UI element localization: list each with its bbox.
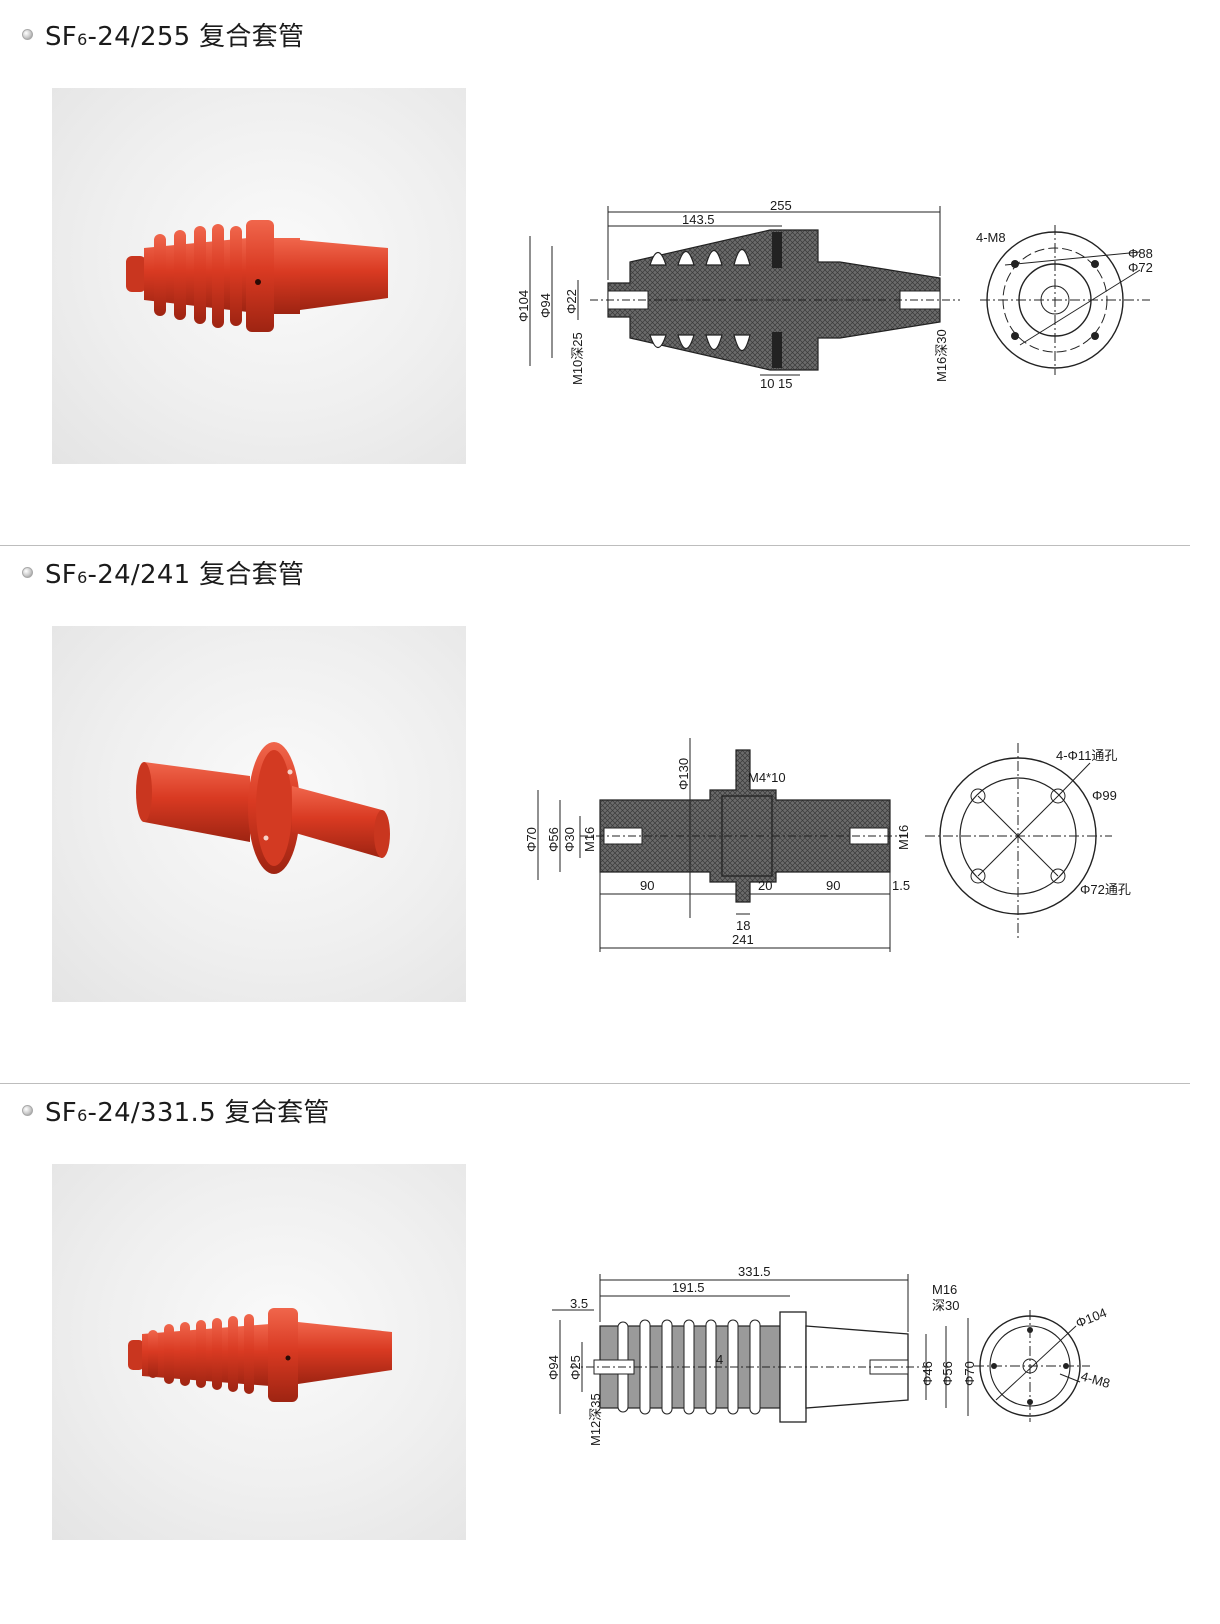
svg-text:Φ99: Φ99: [1092, 788, 1117, 803]
svg-text:Φ70: Φ70: [524, 827, 539, 852]
svg-text:241: 241: [732, 932, 754, 947]
product-section-3: SF6-24/331.5 复合套管: [0, 1076, 1220, 1624]
svg-text:M16: M16: [582, 827, 597, 852]
bushing-241-image: [136, 742, 390, 874]
svg-text:143.5: 143.5: [682, 212, 715, 227]
product-title: SF6-24/241 复合套管: [45, 560, 305, 590]
section-heading: SF6-24/241 复合套管: [22, 554, 304, 591]
product-title: SF6-24/331.5 复合套管: [45, 1098, 330, 1128]
svg-text:M4*10: M4*10: [748, 770, 786, 785]
bushing-255-image: [126, 220, 388, 332]
product-photo: [52, 1164, 466, 1540]
svg-text:Φ72: Φ72: [1128, 260, 1153, 275]
svg-text:Φ25: Φ25: [568, 1355, 583, 1380]
svg-text:M16: M16: [896, 825, 911, 850]
svg-text:90: 90: [640, 878, 654, 893]
svg-text:Φ22: Φ22: [564, 289, 579, 314]
svg-text:Φ70: Φ70: [962, 1361, 977, 1386]
svg-text:Φ104: Φ104: [516, 290, 531, 322]
svg-text:M16: M16: [932, 1282, 957, 1297]
svg-text:191.5: 191.5: [672, 1280, 705, 1295]
bullet-icon: [22, 29, 33, 40]
svg-text:M10深25: M10深25: [570, 332, 585, 385]
svg-text:1.5: 1.5: [892, 878, 910, 893]
svg-text:Φ30: Φ30: [562, 827, 577, 852]
svg-text:Φ56: Φ56: [940, 1361, 955, 1386]
svg-text:20: 20: [758, 878, 772, 893]
svg-text:15: 15: [778, 376, 792, 391]
svg-text:Φ46: Φ46: [920, 1361, 935, 1386]
svg-text:3.5: 3.5: [570, 1296, 588, 1311]
product-photo: [52, 88, 466, 464]
svg-text:10: 10: [760, 376, 774, 391]
bullet-icon: [22, 567, 33, 578]
svg-text:M12深35: M12深35: [588, 1393, 603, 1446]
section-heading: SF6-24/331.5 复合套管: [22, 1092, 330, 1129]
svg-text:331.5: 331.5: [738, 1264, 771, 1279]
svg-text:Φ56: Φ56: [546, 827, 561, 852]
bullet-icon: [22, 1105, 33, 1116]
svg-text:90: 90: [826, 878, 840, 893]
product-section-1: SF6-24/255 复合套管: [0, 0, 1220, 548]
section-divider: [0, 1083, 1190, 1084]
technical-drawing: 331.5 191.5 3.5 Φ94 Φ25 M12深35 M16 深30 Φ…: [500, 1256, 1200, 1506]
svg-text:4-M8: 4-M8: [976, 230, 1006, 245]
svg-text:4: 4: [716, 1352, 723, 1367]
svg-text:Φ130: Φ130: [676, 758, 691, 790]
svg-text:18: 18: [736, 918, 750, 933]
svg-text:4-M8: 4-M8: [1079, 1368, 1112, 1391]
svg-text:M16深30: M16深30: [934, 329, 949, 382]
technical-drawing: 255 143.5 Φ104 Φ94 Φ22 M10深25 M16深30 10 …: [500, 170, 1200, 420]
svg-text:Φ72通孔: Φ72通孔: [1080, 882, 1131, 897]
svg-text:深30: 深30: [932, 1298, 959, 1313]
section-divider: [0, 545, 1190, 546]
section-heading: SF6-24/255 复合套管: [22, 16, 304, 53]
technical-drawing: M4*10 Φ130 Φ70 Φ56 Φ30 M16 M16 90 20 90 …: [500, 708, 1200, 958]
svg-text:Φ94: Φ94: [546, 1355, 561, 1380]
product-title: SF6-24/255 复合套管: [45, 22, 305, 52]
svg-text:Φ94: Φ94: [538, 293, 553, 318]
product-section-2: SF6-24/241 复合套管: [0, 538, 1220, 1086]
product-photo: [52, 626, 466, 1002]
bushing-331-image: [128, 1308, 392, 1402]
svg-text:255: 255: [770, 198, 792, 213]
svg-text:Φ88: Φ88: [1128, 246, 1153, 261]
svg-text:Φ104: Φ104: [1074, 1305, 1109, 1331]
svg-text:4-Φ11通孔: 4-Φ11通孔: [1056, 748, 1117, 763]
